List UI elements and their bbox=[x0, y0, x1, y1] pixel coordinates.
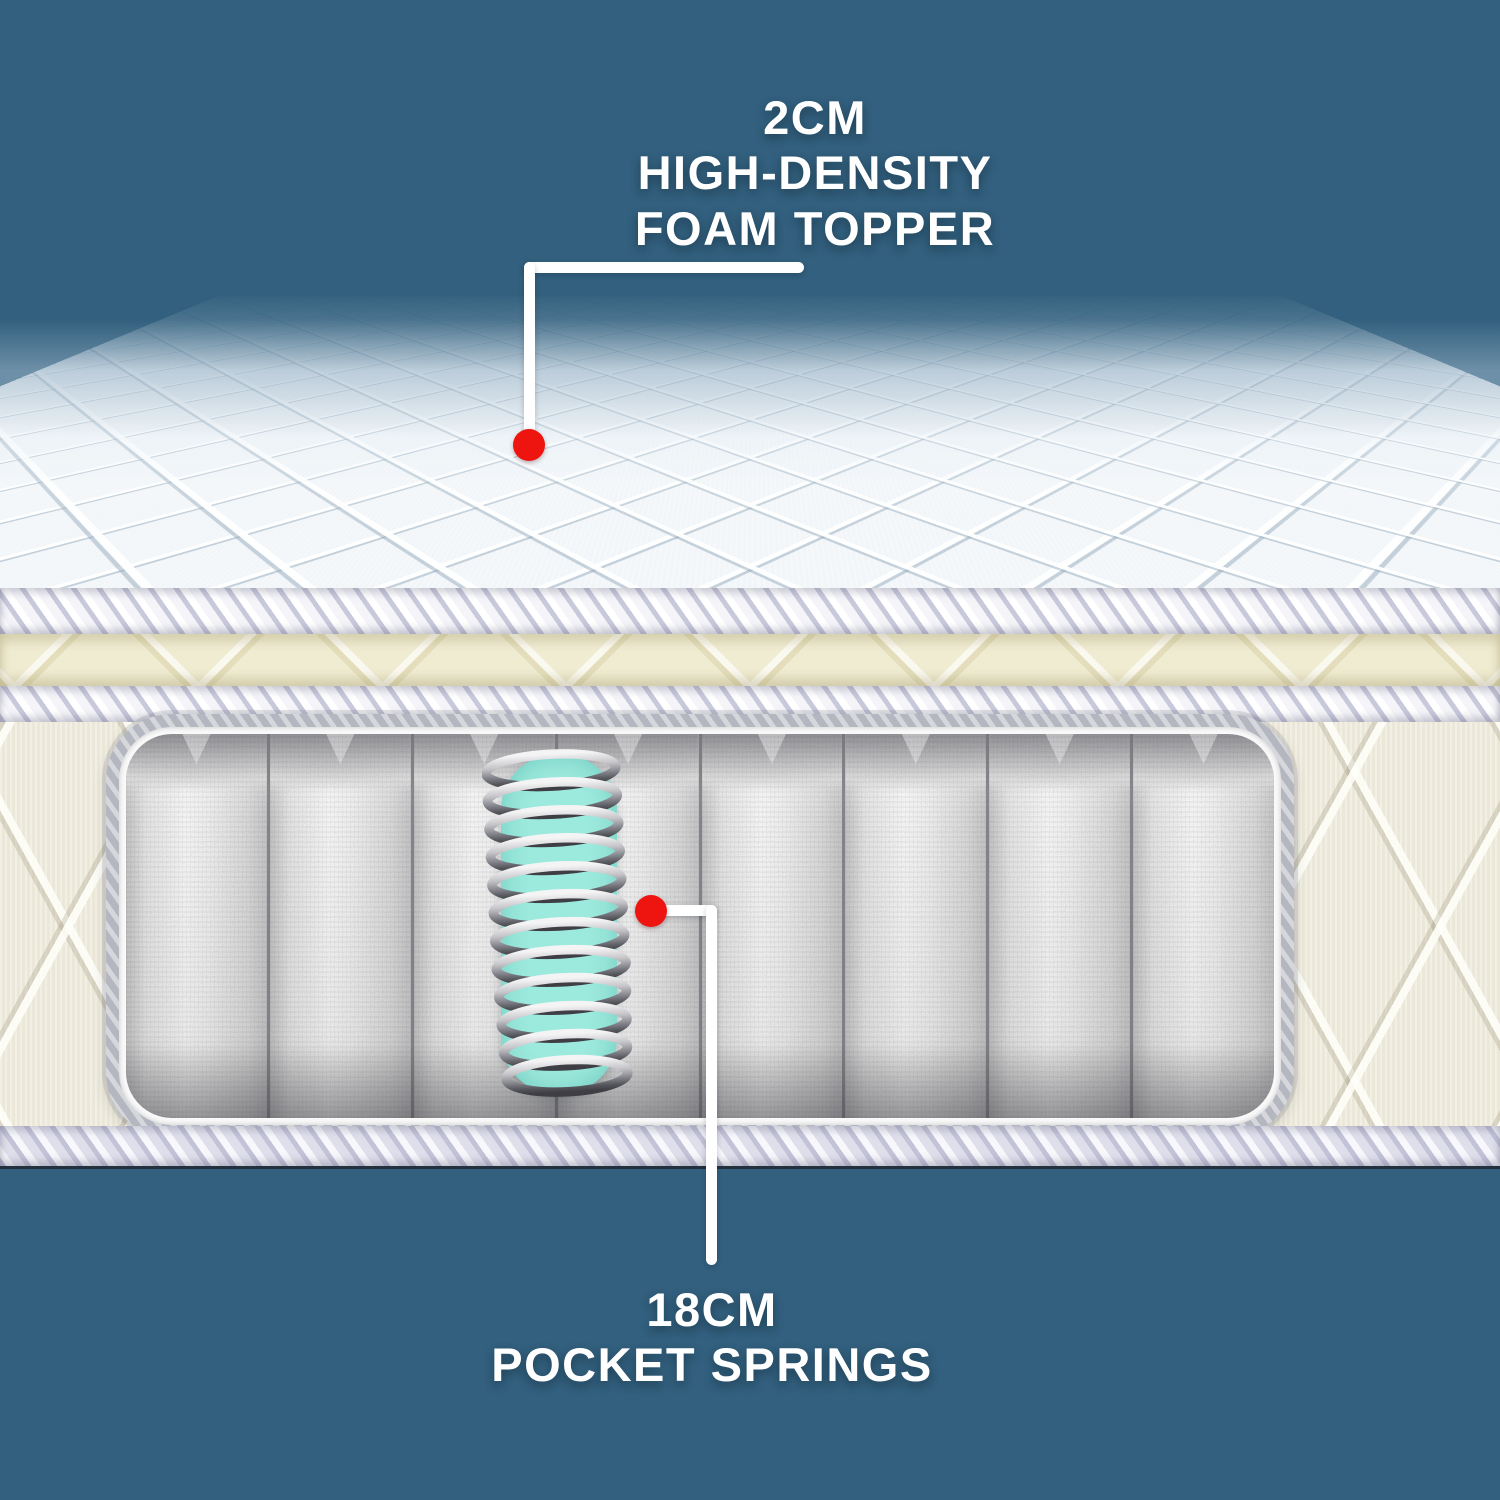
foam-topper-label-line2: HIGH-DENSITY bbox=[637, 146, 993, 200]
cutaway-window-inner-edge bbox=[119, 727, 1281, 1125]
tape-edge-piping-top bbox=[0, 588, 1500, 634]
pocket-springs-label-line2: POCKET SPRINGS bbox=[491, 1338, 933, 1392]
mattress-top-surface bbox=[0, 292, 1500, 594]
foam-topper-leader-vertical bbox=[524, 262, 535, 434]
pocket-springs-row bbox=[126, 734, 1274, 1118]
pocket-springs-leader-horizontal bbox=[651, 905, 717, 916]
foam-topper-marker-dot bbox=[513, 429, 545, 461]
foam-topper-side-band bbox=[0, 634, 1500, 686]
pocket-springs-label: 18CM POCKET SPRINGS bbox=[452, 1282, 972, 1393]
metal-coil-spring-icon bbox=[482, 749, 633, 1097]
foam-topper-label-line1: 2CM bbox=[763, 91, 867, 144]
pocket-springs-marker-dot bbox=[635, 895, 667, 927]
fabric-grain-texture bbox=[126, 734, 1274, 1118]
cutaway-window bbox=[106, 714, 1294, 1138]
foam-topper-leader-horizontal bbox=[524, 262, 804, 273]
pocket-springs-label-line1: 18CM bbox=[646, 1283, 778, 1336]
pocket-springs-leader-vertical bbox=[706, 905, 717, 1265]
depth-haze-overlay bbox=[0, 292, 1500, 594]
foam-topper-label: 2CM HIGH-DENSITY FOAM TOPPER bbox=[555, 90, 1075, 256]
foam-topper-label-line3: FOAM TOPPER bbox=[634, 201, 996, 255]
tape-edge-piping-bottom bbox=[0, 1126, 1500, 1169]
